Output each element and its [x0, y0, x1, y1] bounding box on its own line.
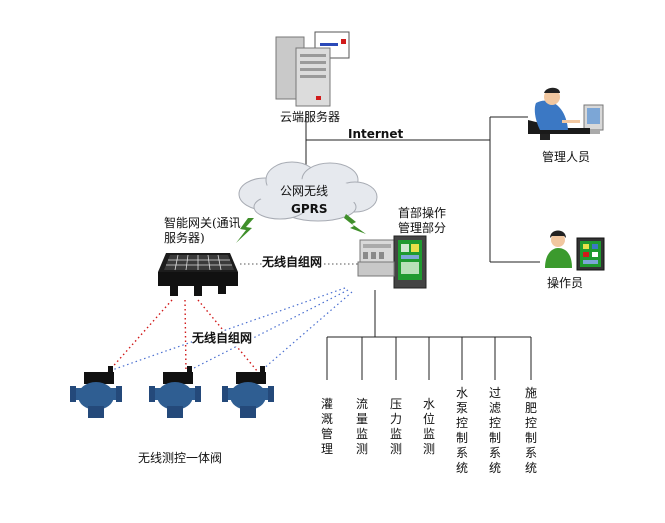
radio-link-2 — [184, 299, 187, 373]
public-net-label: 公网无线 — [280, 184, 329, 198]
subsystem-label-fertilizer: 施肥控制系统 — [524, 386, 537, 475]
operator-label: 操作员 — [547, 276, 584, 290]
valve-icon — [149, 366, 201, 418]
cloud-server-label: 云端服务器 — [280, 110, 341, 124]
manager-person-icon — [528, 87, 604, 140]
subsystem-label-flow: 流量监测 — [355, 397, 368, 456]
gateway-label: 智能网关(通讯服务器) — [164, 216, 241, 245]
blue-radio-links — [111, 287, 353, 371]
valve-icon — [70, 366, 122, 418]
internet-label: Internet — [348, 127, 404, 141]
manager-label: 管理人员 — [542, 150, 591, 164]
operator-person-icon — [545, 230, 605, 271]
wireless-mesh-label-bottom: 无线自组网 — [192, 331, 253, 346]
subsystem-label-irrigation: 灌溉管理 — [320, 397, 333, 456]
valve-group-label: 无线测控一体阀 — [138, 451, 223, 465]
lightning-right-icon — [344, 214, 366, 234]
subsystem-label-water-level: 水位监测 — [422, 397, 435, 456]
blue-link-1 — [111, 287, 346, 371]
subsystem-label-filter: 过滤控制系统 — [488, 386, 501, 475]
lightning-left-icon — [236, 218, 254, 243]
red-radio-links — [107, 299, 259, 373]
subsystem-label-pressure: 压力监测 — [389, 397, 402, 456]
server-icon — [275, 31, 350, 107]
blue-link-3 — [261, 291, 353, 371]
subsystem-label-pump: 水泵控制系统 — [455, 386, 468, 475]
wireless-mesh-label-top: 无线自组网 — [262, 255, 323, 270]
head-control-label: 首部操作管理部分 — [398, 206, 447, 235]
valve-icon — [222, 366, 274, 418]
connector-lines — [305, 112, 540, 380]
cloud-core — [258, 179, 362, 209]
gateway-device-icon — [158, 253, 238, 296]
blue-link-2 — [189, 289, 349, 371]
radio-link-1 — [107, 299, 173, 373]
gprs-label: GPRS — [291, 202, 328, 216]
head-control-unit-icon — [357, 235, 427, 289]
